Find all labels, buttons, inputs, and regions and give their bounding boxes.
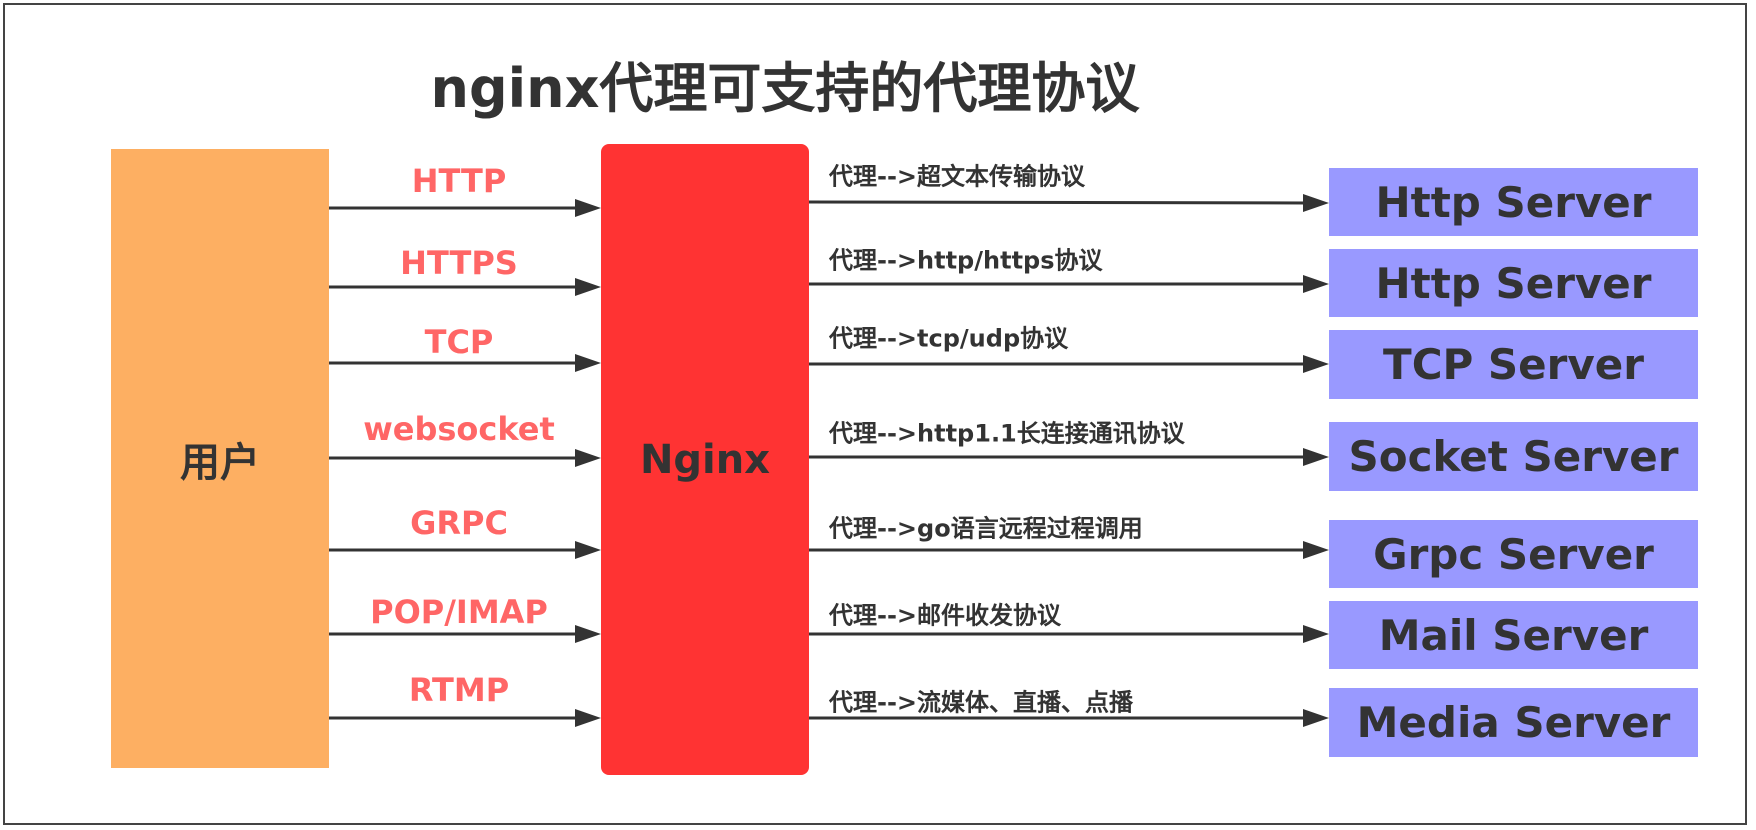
- protocol-label: POP/IMAP: [370, 593, 548, 631]
- server-label: Socket Server: [1348, 432, 1679, 481]
- arrowhead-icon: [1303, 194, 1329, 212]
- nginx-node: Nginx: [601, 144, 809, 775]
- protocol-label: HTTP: [411, 162, 507, 200]
- proxy-note: 代理-->go语言远程过程调用: [829, 514, 1143, 543]
- protocol-label: TCP: [424, 323, 494, 361]
- proxy-note: 代理-->超文本传输协议: [829, 162, 1086, 191]
- arrowhead-icon: [575, 354, 601, 372]
- arrow-nginx-to-server: [809, 625, 1329, 643]
- arrowhead-icon: [1303, 448, 1329, 466]
- proxy-note: 代理-->流媒体、直播、点播: [829, 688, 1134, 717]
- server-label: Mail Server: [1378, 610, 1649, 660]
- proxy-note: 代理-->邮件收发协议: [829, 601, 1062, 630]
- proxy-note: 代理-->http1.1长连接通讯协议: [829, 419, 1185, 448]
- arrowhead-icon: [1303, 625, 1329, 643]
- diagram-title: nginx代理可支持的代理协议: [430, 57, 1140, 120]
- server-label: Http Server: [1375, 177, 1652, 227]
- arrowhead-icon: [575, 449, 601, 467]
- diagram-frame: [3, 3, 1747, 825]
- proxy-note: 代理-->http/https协议: [829, 246, 1103, 275]
- server-label: Http Server: [1375, 258, 1652, 308]
- server-label: TCP Server: [1383, 340, 1644, 389]
- arrow-nginx-to-server: [809, 275, 1329, 293]
- server-node: Socket Server: [1329, 422, 1698, 491]
- server-node: Http Server: [1329, 168, 1698, 236]
- arrow-nginx-to-server: [809, 541, 1329, 559]
- arrow-user-to-nginx: [329, 199, 601, 217]
- arrowhead-icon: [1303, 275, 1329, 293]
- arrowhead-icon: [575, 709, 601, 727]
- server-label: Grpc Server: [1373, 529, 1654, 579]
- arrowhead-icon: [1303, 355, 1329, 373]
- arrowhead-icon: [575, 625, 601, 643]
- proxy-note: 代理-->tcp/udp协议: [829, 324, 1069, 353]
- user-node: 用户: [111, 149, 329, 768]
- arrow-user-to-nginx: [329, 278, 601, 296]
- arrow-nginx-to-server: [809, 709, 1329, 727]
- arrow-user-to-nginx: [329, 625, 601, 643]
- arrowhead-icon: [1303, 709, 1329, 727]
- nginx-label: Nginx: [639, 436, 771, 483]
- user-label: 用户: [180, 439, 260, 486]
- server-node: Http Server: [1329, 249, 1698, 317]
- arrow-nginx-to-server: [809, 355, 1329, 373]
- arrow-user-to-nginx: [329, 709, 601, 727]
- arrow-user-to-nginx: [329, 449, 601, 467]
- protocol-label: RTMP: [408, 671, 510, 709]
- arrowhead-icon: [575, 199, 601, 217]
- arrowhead-icon: [575, 541, 601, 559]
- arrow-nginx-to-server: [808, 194, 1329, 212]
- server-label: Media Server: [1356, 698, 1671, 747]
- arrowhead-icon: [1303, 541, 1329, 559]
- server-node: Media Server: [1329, 688, 1698, 757]
- server-node: Grpc Server: [1329, 520, 1698, 588]
- protocol-label: GRPC: [410, 504, 508, 542]
- arrow-user-to-nginx: [329, 354, 601, 372]
- arrowhead-icon: [575, 278, 601, 296]
- server-node: Mail Server: [1329, 601, 1698, 669]
- protocol-label: HTTPS: [400, 244, 518, 282]
- arrow-nginx-to-server: [809, 448, 1329, 466]
- protocol-label: websocket: [363, 410, 555, 448]
- arrow-user-to-nginx: [329, 541, 601, 559]
- server-node: TCP Server: [1329, 330, 1698, 399]
